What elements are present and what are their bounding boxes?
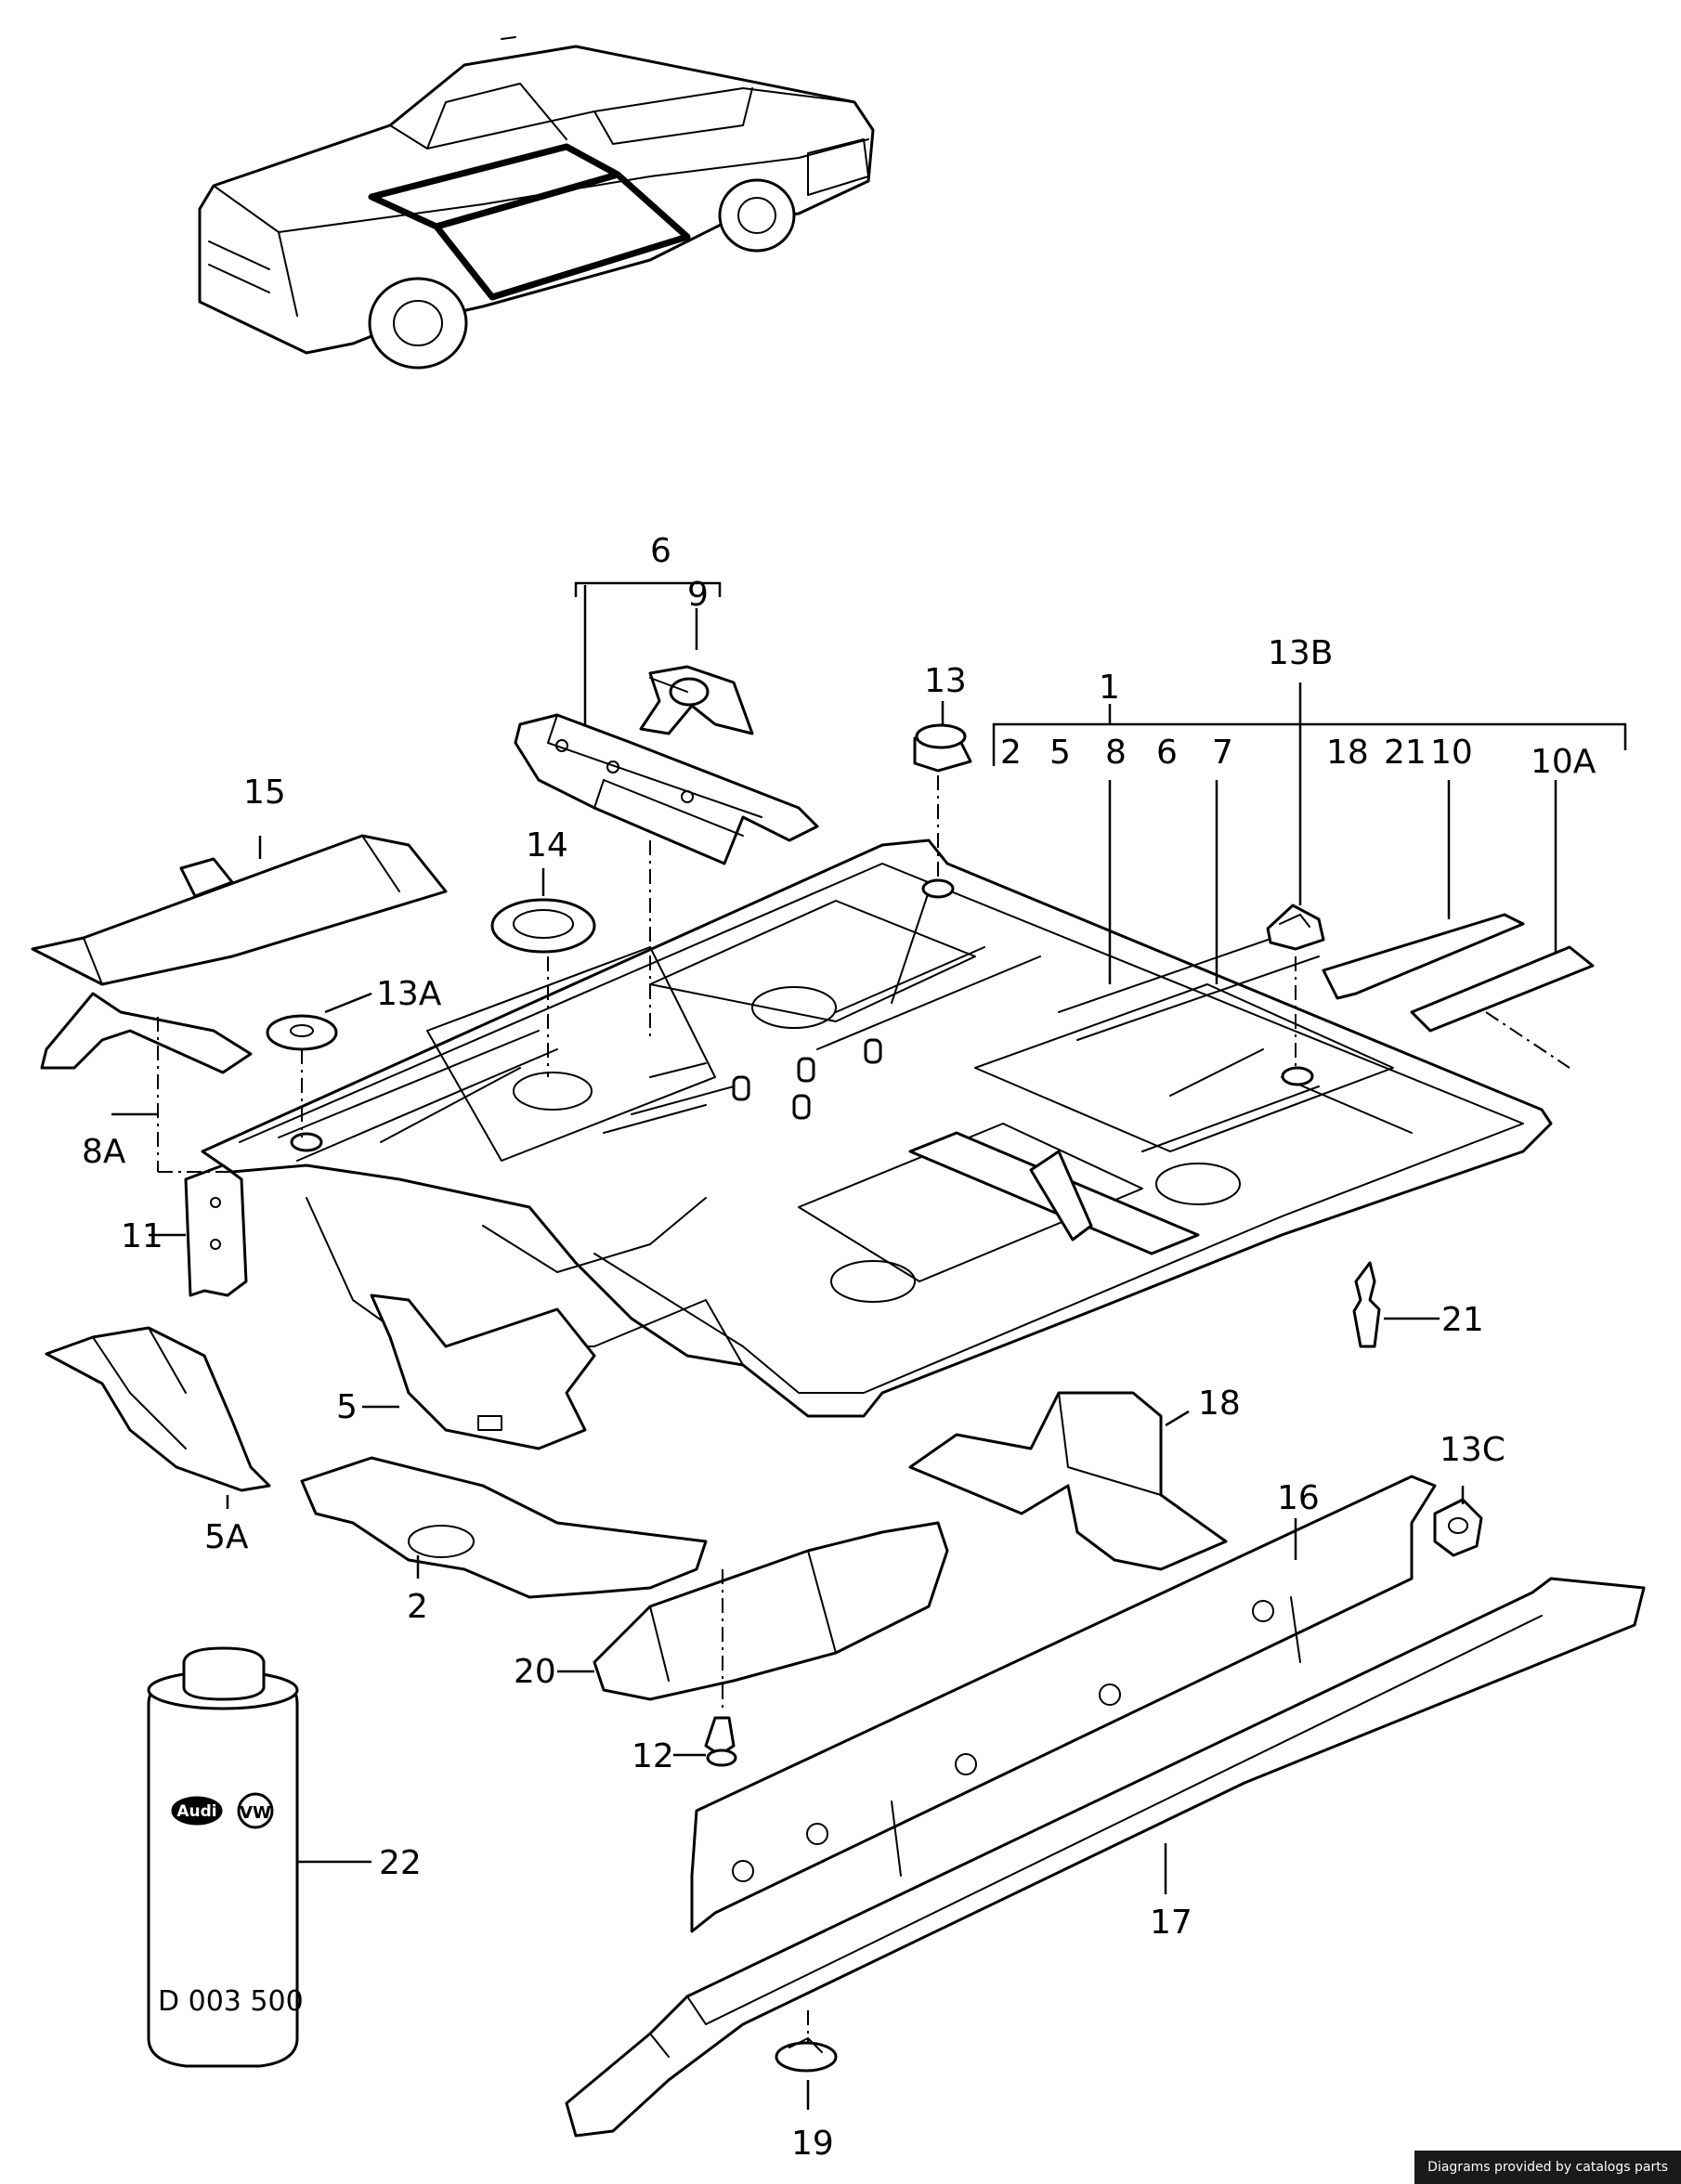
label-part-21: 21	[1441, 1301, 1484, 1339]
part-14-grommet	[490, 898, 596, 954]
label-part-12: 12	[632, 1737, 674, 1775]
group1-item-5: 5	[1049, 734, 1071, 772]
can-part-code: D 003 500	[158, 1985, 304, 2018]
vw-logo-text: VW	[240, 1803, 271, 1823]
part-9-bracket	[639, 665, 754, 735]
group1-item-10a: 10A	[1531, 743, 1596, 781]
label-part-15: 15	[243, 774, 286, 812]
group1-item-7: 7	[1212, 734, 1233, 772]
label-part-22: 22	[379, 1844, 422, 1882]
group1-item-21: 21	[1384, 734, 1427, 772]
leader-lines	[111, 585, 1557, 2110]
part-11-strap	[184, 1164, 248, 1297]
part-5-side-member	[370, 1294, 596, 1450]
part-15-tunnel-cover	[31, 834, 448, 986]
label-part-17: 17	[1150, 1904, 1192, 1942]
label-part-13c: 13C	[1440, 1431, 1505, 1469]
part-22-aerosol-can	[147, 1646, 299, 2068]
label-part-18: 18	[1198, 1384, 1241, 1423]
label-part-14: 14	[526, 826, 568, 864]
label-part-9: 9	[687, 576, 709, 614]
label-part-13: 13	[924, 662, 967, 700]
part-5a-wheelhouse	[45, 1326, 271, 1492]
label-part-13a: 13A	[376, 975, 442, 1013]
part-6-crossmember	[514, 713, 819, 865]
part-13b-clip	[1266, 904, 1325, 951]
part-19-clip	[775, 2037, 838, 2073]
part-21-rivet	[1352, 1261, 1381, 1348]
label-part-13b: 13B	[1268, 634, 1334, 672]
alignment-lines	[157, 775, 1570, 2043]
floor-pan-assembly	[201, 838, 1553, 1418]
car-overview-illustration	[198, 36, 875, 370]
part-10-rail	[1322, 913, 1525, 1000]
label-part-5: 5	[336, 1388, 358, 1426]
label-part-19: 19	[791, 2125, 834, 2163]
part-10a-rail	[1410, 945, 1595, 1033]
part-18-bracket	[908, 1391, 1228, 1571]
diagram-credit-badge: Diagrams provided by catalogs parts	[1414, 2151, 1681, 2184]
label-part-5a: 5A	[204, 1518, 249, 1556]
label-part-16: 16	[1277, 1479, 1320, 1517]
label-part-2: 2	[407, 1588, 428, 1626]
part-2-front-crossmember	[300, 1456, 708, 1599]
part-13-plug	[913, 723, 972, 773]
part-8a-bracket	[40, 992, 253, 1074]
part-17-outer-sill	[565, 1577, 1646, 2138]
group1-item-6: 6	[1156, 734, 1178, 772]
audi-logo	[171, 1796, 223, 1826]
group1-item-18: 18	[1326, 734, 1369, 772]
part-13a-washer	[266, 1014, 338, 1051]
label-part-1: 1	[1099, 669, 1120, 707]
part-13c-nut	[1433, 1498, 1483, 1557]
label-part-6: 6	[650, 532, 671, 570]
part-16-inner-sill	[690, 1475, 1437, 1933]
label-part-11: 11	[121, 1217, 163, 1255]
audi-logo-text: Audi	[176, 1802, 216, 1821]
group1-item-10: 10	[1430, 734, 1473, 772]
label-part-8a: 8A	[82, 1133, 126, 1171]
vw-logo	[237, 1792, 274, 1829]
group1-item-2: 2	[1000, 734, 1022, 772]
group-brackets	[574, 581, 1627, 766]
part-20-cover	[593, 1521, 949, 1701]
label-part-20: 20	[514, 1653, 556, 1691]
part-12-screw	[704, 1716, 737, 1767]
group1-item-8: 8	[1105, 734, 1127, 772]
